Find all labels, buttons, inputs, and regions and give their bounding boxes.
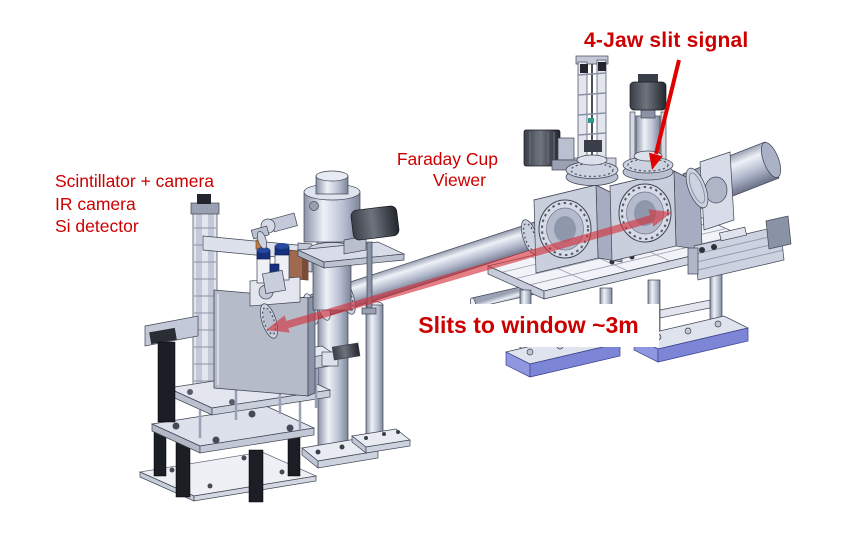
side-fittings xyxy=(250,212,298,294)
stepper-motor xyxy=(523,129,583,171)
top-flanges xyxy=(565,150,674,186)
actuator-motor xyxy=(350,205,400,241)
exit-pipe-support xyxy=(685,151,735,231)
viewport-flange-left xyxy=(538,199,592,259)
faraday-label-line1: Faraday Cup xyxy=(396,149,498,169)
table-legs xyxy=(153,429,301,503)
faraday-label-line2: Viewer xyxy=(432,170,486,190)
distance-arrow xyxy=(266,209,672,333)
slit-signal-arrow xyxy=(649,59,681,170)
pedestal-columns xyxy=(301,299,411,469)
faraday-cup-viewer-station xyxy=(250,170,406,315)
distance-label-background: Slits to window ~3m xyxy=(398,304,659,347)
slit-actuator-column xyxy=(629,74,667,165)
detector-label-line2: IR camera xyxy=(55,193,136,214)
detector-label-line1: Scintillator + camera xyxy=(55,171,215,191)
stage-motor xyxy=(331,342,361,361)
slit-signal-label: 4-Jaw slit signal xyxy=(584,29,749,52)
slit-actuator-tower xyxy=(571,55,617,168)
horizontal-actuator xyxy=(687,215,792,281)
detector-label-line3: Si detector xyxy=(55,216,139,236)
scintillator-detector-station xyxy=(138,194,361,503)
distance-label: Slits to window ~3m xyxy=(418,312,639,338)
